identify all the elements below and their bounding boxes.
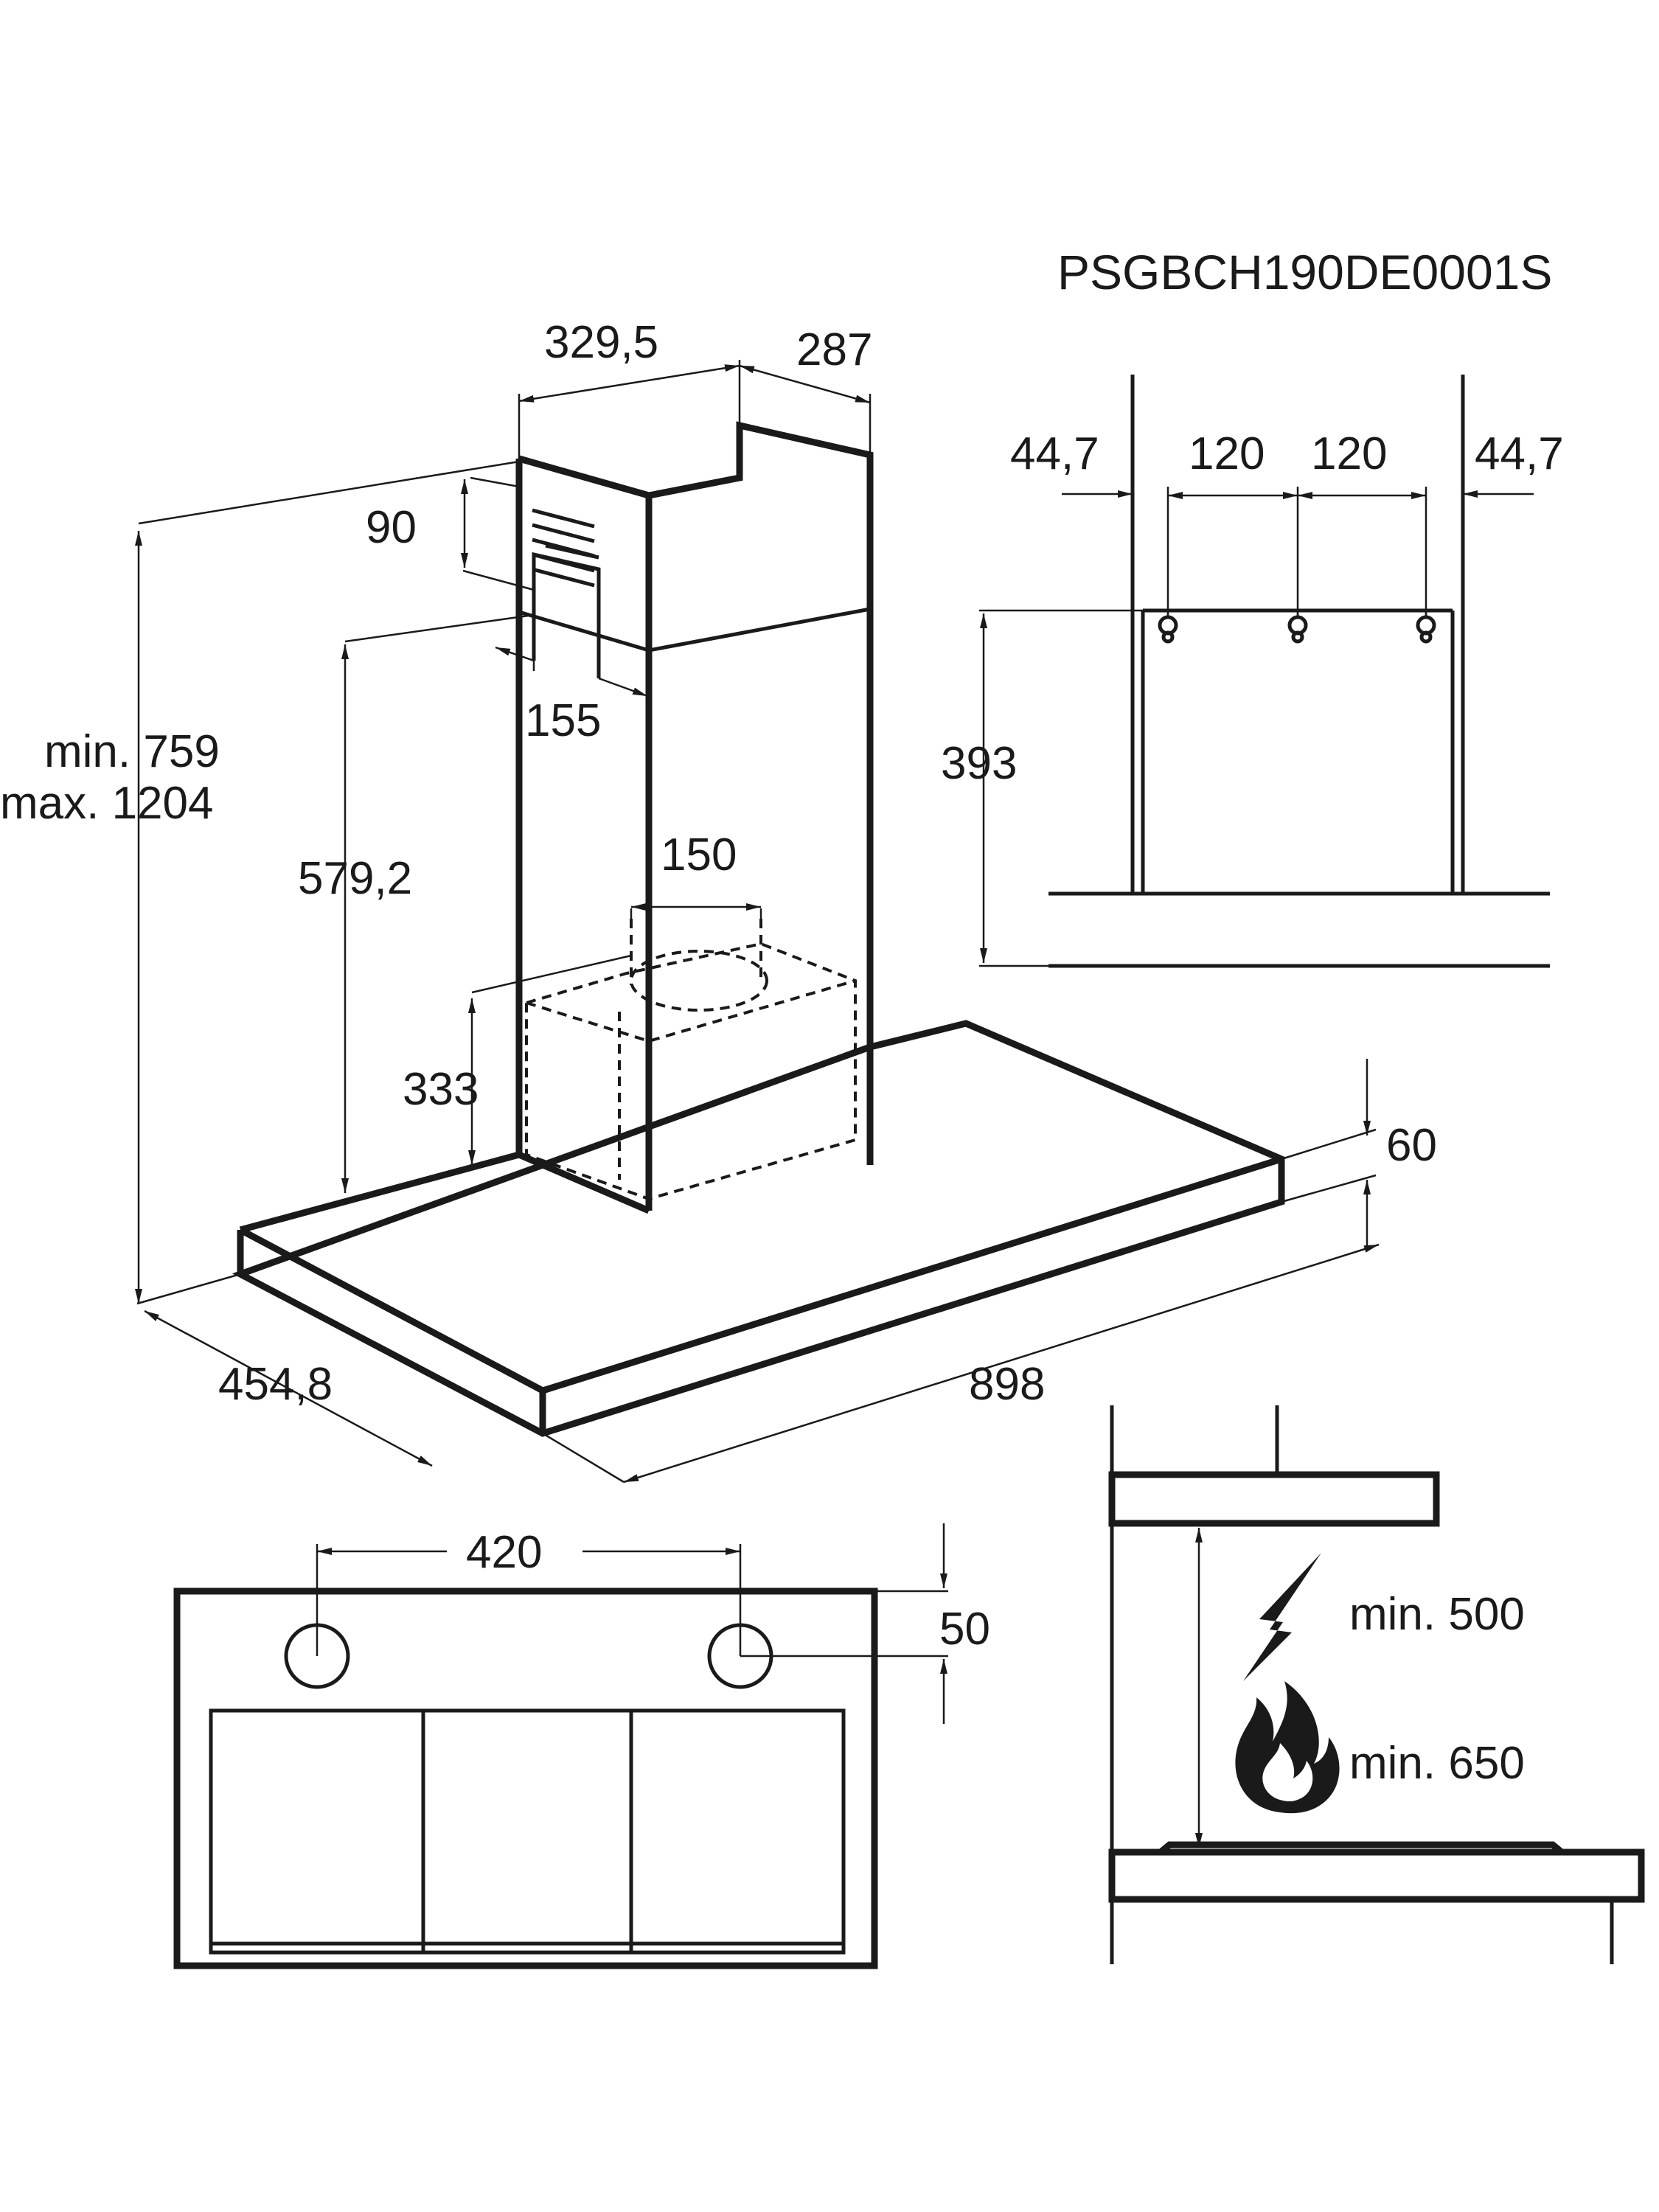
hood-front-view: 420 50 [173, 1523, 990, 1969]
chimney [515, 421, 874, 1214]
dim-hood-width: 898 [969, 1359, 1045, 1410]
hood-isometric-view: 329,5 287 90 155 min. 759 max. 1204 579,… [0, 317, 1437, 1484]
model-code: PSGBCH190DE0001S [1057, 245, 1552, 299]
dim-hood-depth: 454,8 [218, 1359, 333, 1410]
dim-hole-offset: 50 [939, 1604, 990, 1655]
dim-chimney-width: 329,5 [544, 317, 658, 368]
dim-height-max: max. 1204 [0, 778, 214, 829]
dim-inner-height: 579,2 [298, 853, 412, 904]
flame-icon [1235, 1681, 1340, 1814]
dim-canopy-thickness: 60 [1386, 1120, 1437, 1171]
min-distance-electric: min. 500 [1349, 1589, 1525, 1640]
dim-hole-spacing: 420 [466, 1527, 542, 1578]
keyhole-left [1158, 611, 1178, 644]
dim-bracket-spacing-2: 120 [1311, 428, 1387, 479]
canopy [232, 1020, 1285, 1437]
dim-motor-height: 333 [403, 1064, 479, 1115]
dim-bracket-right-margin: 44,7 [1475, 428, 1564, 479]
dim-height-min: min. 759 [44, 726, 220, 777]
dim-vent-height: 90 [366, 502, 417, 553]
dim-bracket-left-margin: 44,7 [1010, 428, 1099, 479]
dim-chimney-depth: 287 [796, 324, 872, 375]
wall-bracket-view: 44,7 120 120 44,7 393 [941, 375, 1564, 968]
lightning-bolt-icon [1243, 1553, 1321, 1681]
dim-duct-diameter: 150 [661, 830, 737, 880]
min-distance-gas: min. 650 [1349, 1738, 1525, 1789]
dim-bracket-spacing-1: 120 [1189, 428, 1265, 479]
motor-unit-dashed [525, 919, 857, 1201]
cooktop-clearance-view: min. 500 min. 650 [1108, 1405, 1645, 1964]
vent-slots [532, 508, 599, 588]
dim-bracket-height: 393 [941, 738, 1017, 789]
dim-vent-offset: 155 [525, 695, 601, 746]
